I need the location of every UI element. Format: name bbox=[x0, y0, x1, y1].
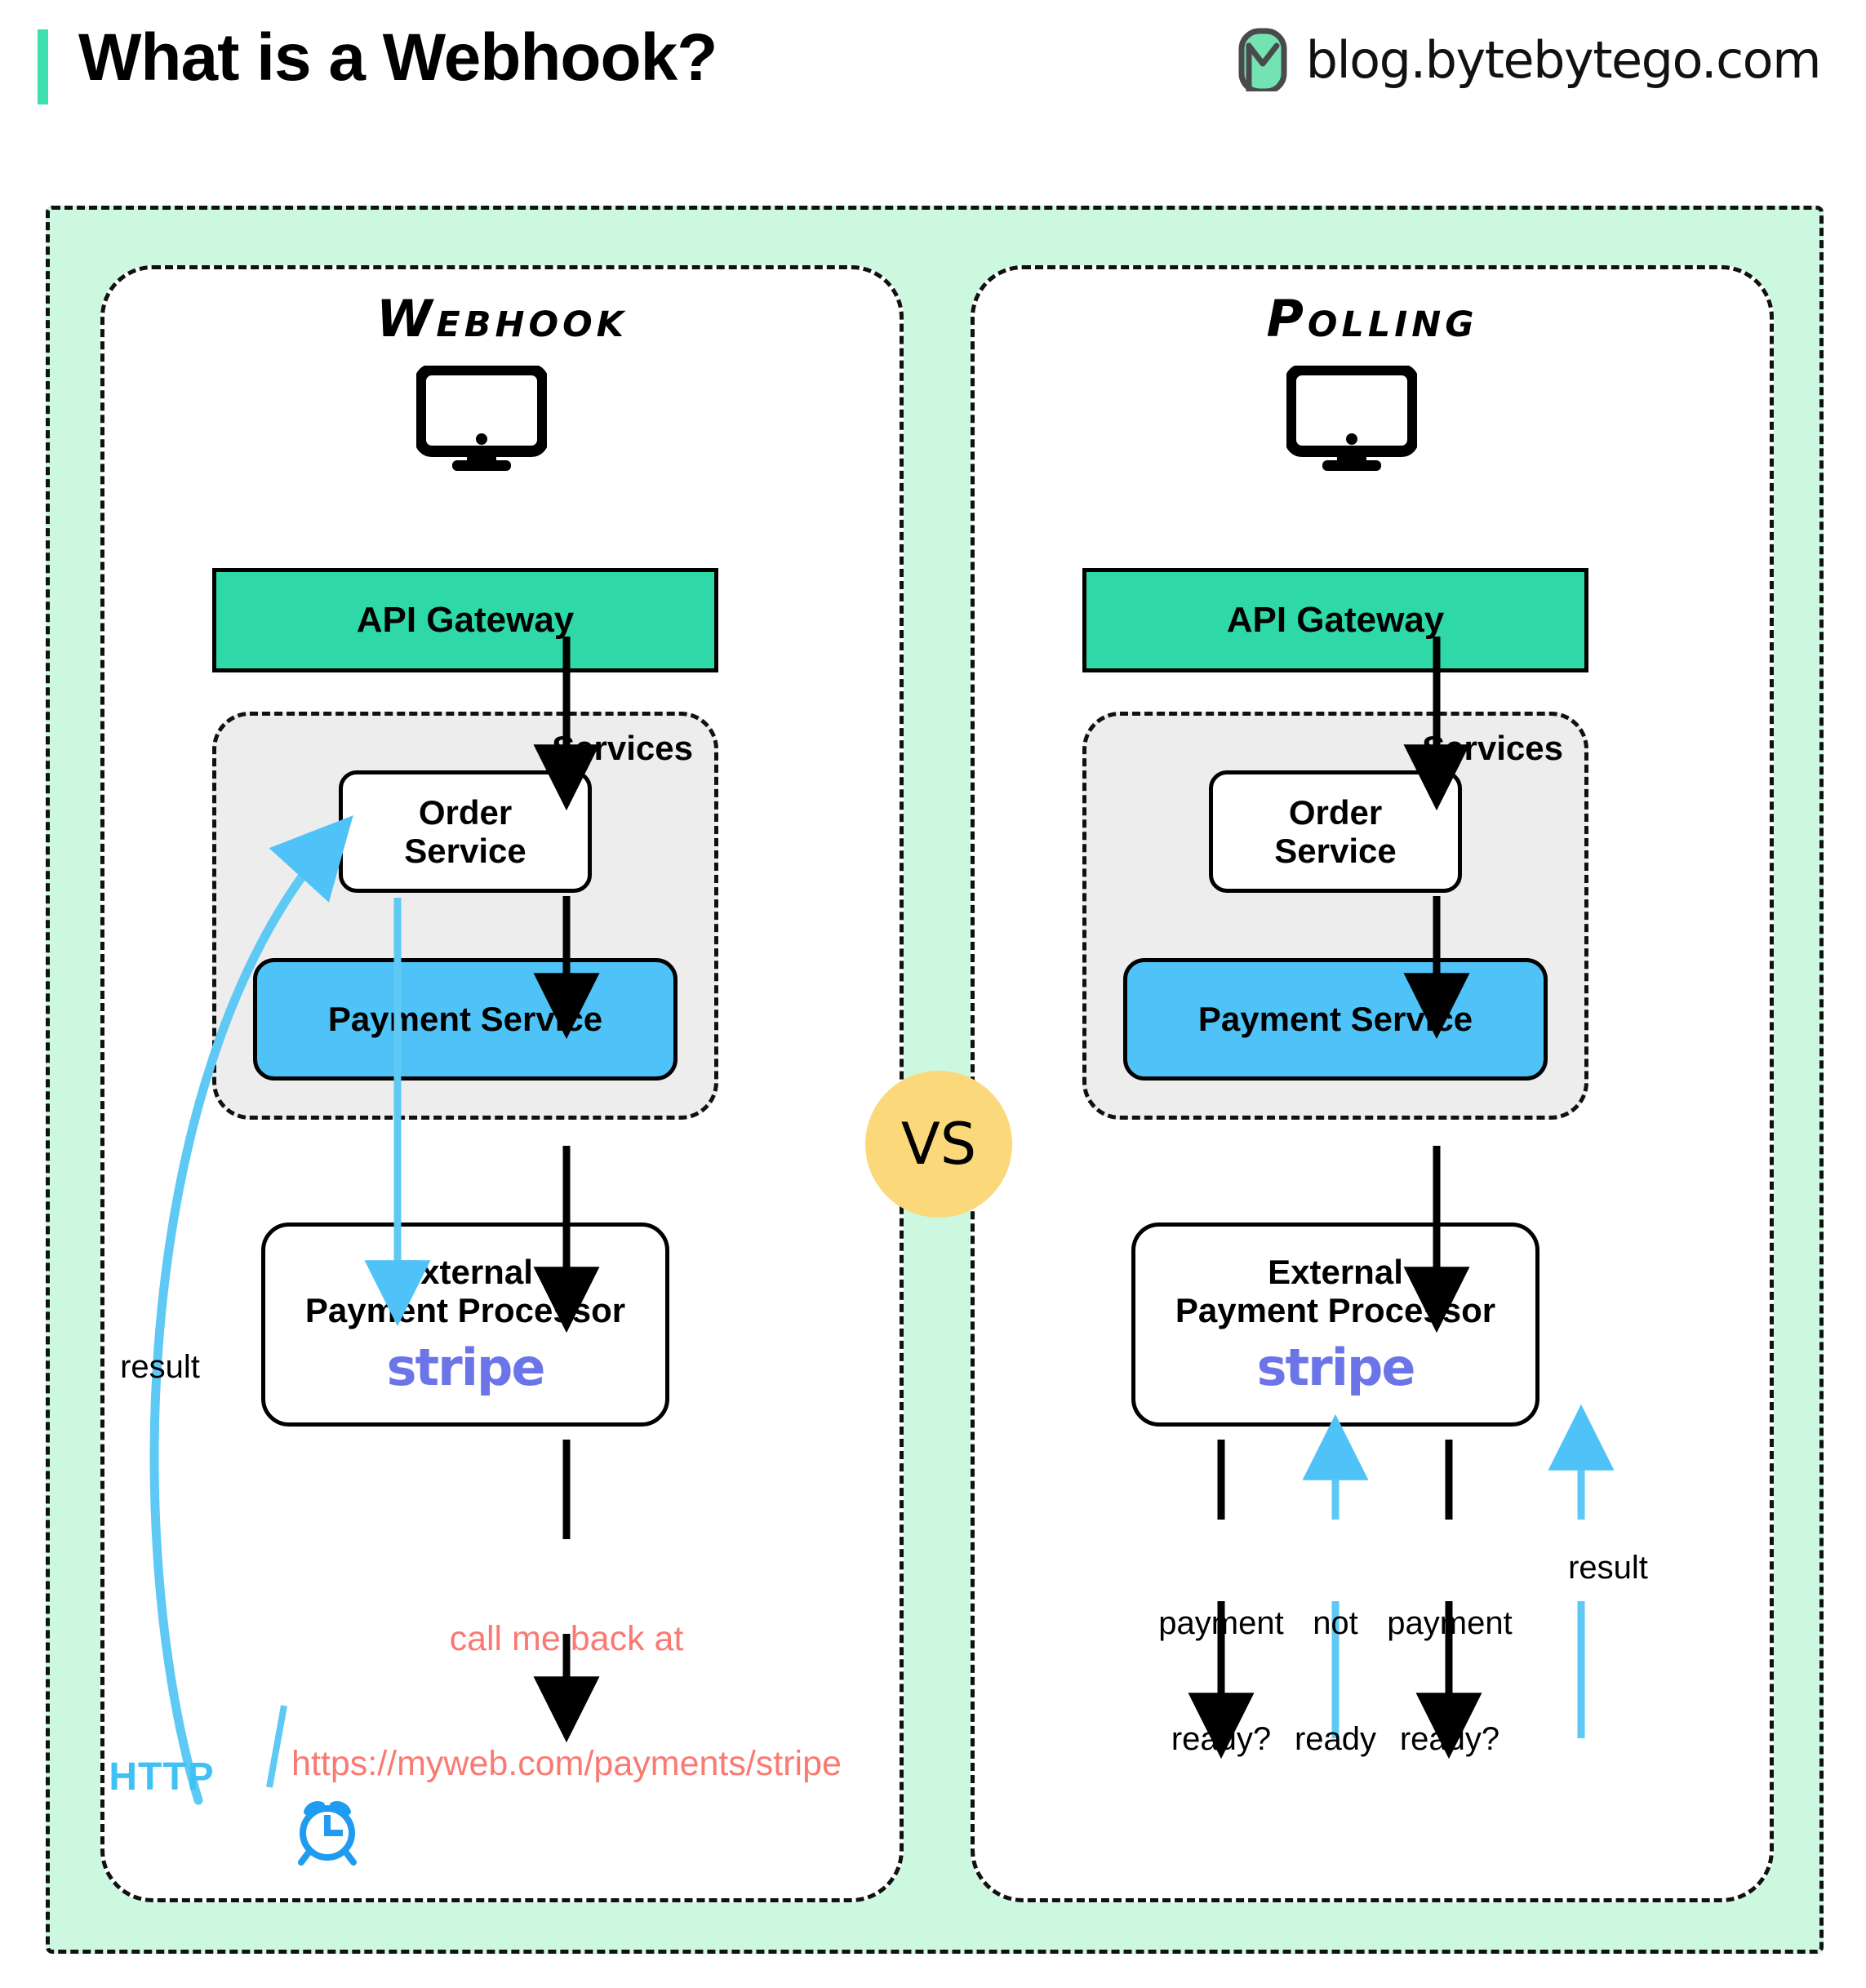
node-label-line1: Order bbox=[418, 792, 513, 832]
vs-badge: VS bbox=[865, 1071, 1012, 1218]
annotation-poll2-line2: ready? bbox=[1399, 1720, 1500, 1757]
node-external-payment-processor-polling: External Payment Processor stripe bbox=[1131, 1223, 1539, 1427]
node-label-line1: External bbox=[1268, 1253, 1403, 1292]
node-label-line1: Order bbox=[1288, 792, 1383, 832]
node-label: Payment Service bbox=[327, 1000, 603, 1039]
vs-label: VS bbox=[900, 1111, 977, 1178]
services-label: Services bbox=[552, 729, 693, 767]
panel-polling: Polling API Gateway Services Order Servi… bbox=[971, 265, 1774, 1902]
title-accent-bar bbox=[38, 29, 48, 104]
annotation-callback-webhook: call me back at https://myweb.com/paymen… bbox=[281, 1536, 852, 1867]
node-label-line2: Payment Processor bbox=[304, 1291, 626, 1330]
annotation-callback-line1: call me back at bbox=[449, 1619, 684, 1659]
node-external-payment-processor-webhook: External Payment Processor stripe bbox=[261, 1223, 669, 1427]
annotation-result-polling: result bbox=[1568, 1550, 1648, 1586]
page-header: What is a Webhook? blog.bytebytego.com bbox=[0, 0, 1866, 131]
node-api-gateway-polling: API Gateway bbox=[1082, 568, 1588, 672]
services-label: Services bbox=[1422, 729, 1563, 767]
panel-title-webhook: Webhook bbox=[376, 289, 628, 348]
node-label: API Gateway bbox=[356, 600, 575, 640]
brand-text: blog.bytebytego.com bbox=[1305, 29, 1822, 90]
node-label: Payment Service bbox=[1197, 1000, 1473, 1039]
node-label: API Gateway bbox=[1226, 600, 1445, 640]
page-title: What is a Webhook? bbox=[78, 20, 718, 95]
node-label-line1: External bbox=[398, 1253, 533, 1292]
node-payment-service-webhook: Payment Service bbox=[253, 958, 678, 1081]
annotation-callback-line2: https://myweb.com/payments/stripe bbox=[291, 1743, 842, 1783]
desktop-monitor-icon bbox=[1286, 366, 1417, 471]
panel-title-polling: Polling bbox=[1266, 289, 1478, 348]
annotation-poll2-line1: payment bbox=[1387, 1605, 1513, 1642]
bytebytego-logo-icon bbox=[1238, 28, 1287, 91]
node-order-service-polling: Order Service bbox=[1209, 770, 1462, 893]
node-label-line2: Service bbox=[1274, 832, 1397, 870]
annotation-result-webhook: result bbox=[120, 1349, 200, 1385]
desktop-monitor-icon bbox=[416, 366, 547, 471]
node-order-service-webhook: Order Service bbox=[339, 770, 592, 893]
alarm-clock-icon bbox=[298, 1801, 357, 1866]
annotation-http-webhook: HTTP bbox=[109, 1755, 215, 1799]
stripe-logo: stripe bbox=[386, 1338, 546, 1398]
node-api-gateway-webhook: API Gateway bbox=[212, 568, 718, 672]
node-payment-service-polling: Payment Service bbox=[1123, 958, 1548, 1081]
brand: blog.bytebytego.com bbox=[1237, 28, 1822, 91]
node-label-line2: Payment Processor bbox=[1175, 1291, 1496, 1330]
node-label-line2: Service bbox=[404, 832, 526, 870]
annotation-poll2-polling: payment ready? bbox=[1368, 1528, 1531, 1836]
stripe-logo: stripe bbox=[1256, 1338, 1416, 1398]
